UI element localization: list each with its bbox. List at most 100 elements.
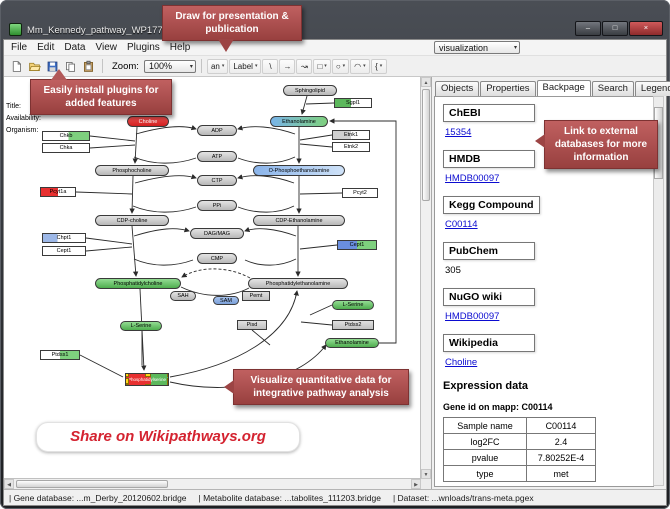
node-pemt[interactable]: Pemt xyxy=(242,291,270,301)
node-cdp-choline[interactable]: CDP-choline xyxy=(95,215,169,226)
menu-view[interactable]: View xyxy=(95,42,117,53)
node-pisd[interactable]: Pisd xyxy=(237,320,267,330)
expression-cell: log2FC xyxy=(443,433,527,450)
curve-tool-button[interactable]: ↝ xyxy=(296,58,313,74)
callout-text: Easily install plugins for added feature… xyxy=(43,85,159,109)
node-pcyt2[interactable]: Pcyt2 xyxy=(342,188,378,198)
node-sah[interactable]: SAH xyxy=(170,291,196,301)
node-l-serine-right[interactable]: L-Serine xyxy=(332,300,374,310)
horizontal-scrollbar-thumb[interactable] xyxy=(16,480,168,488)
node-cept1-left[interactable]: Cept1 xyxy=(42,246,86,256)
selection-handle[interactable] xyxy=(126,377,129,384)
tab-properties[interactable]: Properties xyxy=(480,81,536,96)
node-ppi[interactable]: PPi xyxy=(197,200,237,211)
node-etnk2[interactable]: Etnk2 xyxy=(332,142,370,152)
node-sgpl1[interactable]: Sgpl1 xyxy=(334,98,372,108)
tab-backpage[interactable]: Backpage xyxy=(536,80,591,96)
visualization-combobox[interactable]: visualization ▾ xyxy=(434,41,520,54)
selection-handle[interactable] xyxy=(126,374,129,377)
backpage-header-pubchem: PubChem xyxy=(443,242,535,260)
tab-search[interactable]: Search xyxy=(591,81,634,96)
node-chpt1[interactable]: Chpt1 xyxy=(42,233,86,243)
menu-edit[interactable]: Edit xyxy=(37,42,55,53)
selection-handle[interactable] xyxy=(145,384,151,385)
node-pcyt1a[interactable]: Pcyt1a xyxy=(40,187,76,197)
tab-objects[interactable]: Objects xyxy=(435,81,480,96)
ellipse-tool-icon: ○ xyxy=(335,61,341,71)
menu-file[interactable]: File xyxy=(11,42,28,53)
chevron-down-icon: ▾ xyxy=(189,63,193,70)
ellipse-tool-button[interactable]: ○▾ xyxy=(331,58,350,74)
node-cdp-ethanolamine[interactable]: CDP-Ethanolamine xyxy=(253,215,345,226)
selection-handle[interactable] xyxy=(167,374,168,377)
scroll-down-icon[interactable]: ▼ xyxy=(421,469,431,479)
node-ptdss1[interactable]: Ptdss1 xyxy=(40,350,80,360)
minimize-button[interactable]: – xyxy=(575,21,601,36)
arc-tool-button[interactable]: ◠▾ xyxy=(350,58,370,74)
selection-handle[interactable] xyxy=(167,377,168,384)
node-adp[interactable]: ADP xyxy=(197,125,237,136)
brace-tool-button[interactable]: {▾ xyxy=(370,58,387,74)
node-ethanolamine-top[interactable]: Ethanolamine xyxy=(270,116,328,127)
selection-handle[interactable] xyxy=(126,384,129,385)
menu-plugins[interactable]: Plugins xyxy=(126,42,160,53)
scroll-up-icon[interactable]: ▲ xyxy=(421,77,431,87)
menu-help[interactable]: Help xyxy=(169,42,191,53)
node-atp[interactable]: ATP xyxy=(197,151,237,162)
horizontal-scrollbar[interactable]: ◀ ▶ xyxy=(4,478,421,489)
rectangle-tool-button[interactable]: □▾ xyxy=(313,58,331,74)
node-phosphocholine[interactable]: Phosphocholine xyxy=(95,165,169,176)
node-phosphatidylcholine[interactable]: Phosphatidylcholine xyxy=(95,278,181,289)
node-phosphatidylserine[interactable]: Phosphatidylserine xyxy=(125,373,169,386)
open-button[interactable] xyxy=(26,58,43,75)
node-chka[interactable]: Chka xyxy=(42,143,90,153)
node-chkb[interactable]: Chkb xyxy=(42,131,90,141)
scroll-left-icon[interactable]: ◀ xyxy=(4,479,14,489)
line-tool-button[interactable]: \ xyxy=(262,58,279,74)
zoom-combobox[interactable]: 100% ▾ xyxy=(143,59,196,73)
backpage-value-kegg-compound[interactable]: C00114 xyxy=(445,219,478,230)
scroll-right-icon[interactable]: ▶ xyxy=(411,479,421,489)
close-button[interactable]: × xyxy=(629,21,663,36)
selection-handle[interactable] xyxy=(167,384,168,385)
node-ethanolamine-bottom[interactable]: Ethanolamine xyxy=(325,338,379,348)
node-dag-mag[interactable]: DAG/MAG xyxy=(190,228,244,239)
backpage-value-wikipedia[interactable]: Choline xyxy=(445,357,478,368)
callout-arrow-left xyxy=(224,380,234,394)
node-ctp[interactable]: CTP xyxy=(197,175,237,186)
node-phosphatidylethanolamine[interactable]: Phosphatidylethanolamine xyxy=(248,278,348,289)
copy-button[interactable] xyxy=(62,58,79,75)
new-button[interactable] xyxy=(8,58,25,75)
node-sphingolipid[interactable]: Sphingolipid xyxy=(283,85,337,96)
maximize-button[interactable]: □ xyxy=(602,21,628,36)
paste-button[interactable] xyxy=(80,58,97,75)
node-cept1[interactable]: Cept1 xyxy=(337,240,377,250)
copy-icon xyxy=(66,61,75,72)
visualization-combobox-value: visualization xyxy=(439,42,489,53)
node-choline[interactable]: Choline xyxy=(127,116,169,127)
datanode-tool-button[interactable]: an▾ xyxy=(206,58,229,74)
backpage-header-hmdb: HMDB xyxy=(443,150,535,168)
vertical-scrollbar-thumb[interactable] xyxy=(422,89,430,201)
arrow-tool-button[interactable]: → xyxy=(279,58,296,74)
node-l-serine-left[interactable]: L-Serine xyxy=(120,321,162,331)
label-tool-button[interactable]: Label▾ xyxy=(229,58,262,74)
callout-install-plugins: Easily install plugins for added feature… xyxy=(30,69,172,115)
node-sam[interactable]: SAM xyxy=(213,296,239,305)
menu-data[interactable]: Data xyxy=(64,42,86,53)
node-o-phosphoethanolamine[interactable]: O-Phosphoethanolamine xyxy=(253,165,345,176)
backpage-value-nugo-wiki[interactable]: HMDB00097 xyxy=(445,311,500,322)
callout-visualize-data: Visualize quantitative data for integrat… xyxy=(224,369,409,405)
tab-legend[interactable]: Legend xyxy=(634,81,670,96)
canvas-info-label: Availability: xyxy=(6,115,41,122)
backpage-value-hmdb[interactable]: HMDB00097 xyxy=(445,173,500,184)
backpage-value-chebi[interactable]: 15354 xyxy=(445,127,472,138)
node-cmp[interactable]: CMP xyxy=(197,253,237,264)
selection-handle[interactable] xyxy=(145,374,151,377)
node-etnk1[interactable]: Etnk1 xyxy=(332,130,370,140)
vertical-scrollbar[interactable]: ▲ ▼ xyxy=(420,77,431,479)
node-ptdss2[interactable]: Ptdss2 xyxy=(332,320,374,330)
